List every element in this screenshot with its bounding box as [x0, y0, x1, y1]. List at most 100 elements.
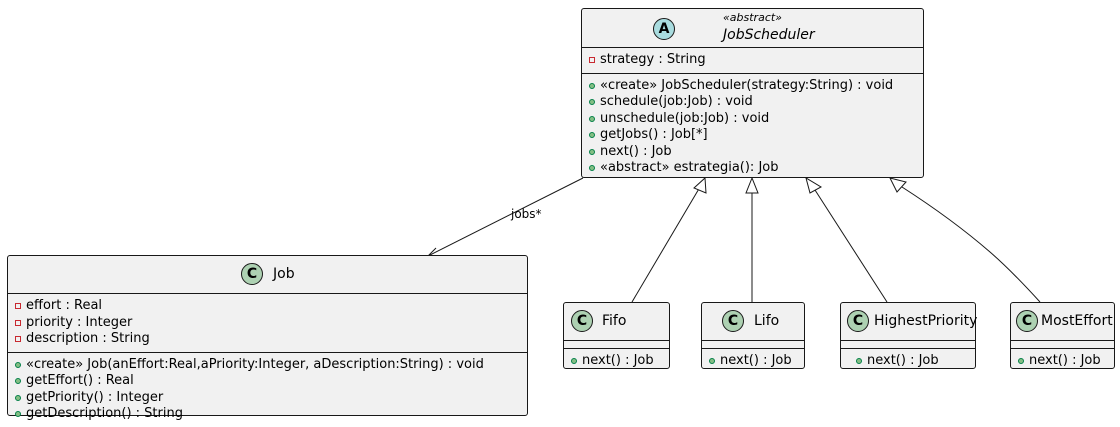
class-name: JobScheduler [723, 27, 815, 43]
generalization-edge-highestpriority [814, 189, 888, 303]
method-text: getJobs() : Job[*] [600, 127, 708, 142]
methods-section: «create» Job(anEffort:Real,aPriority:Int… [8, 353, 527, 427]
class-mosteffort[interactable]: C MostEffort next() : Job [1010, 302, 1115, 369]
generalization-triangle-lifo [745, 176, 759, 194]
public-visibility-icon [15, 378, 21, 385]
abstract-class-icon: A [653, 18, 675, 40]
public-visibility-icon [1018, 358, 1024, 365]
method-text: getPriority() : Integer [26, 389, 164, 405]
class-name: Job [273, 266, 295, 282]
attributes-section [1011, 341, 1114, 349]
method: getEffort() : Real [15, 373, 527, 390]
public-visibility-icon [571, 358, 577, 365]
class-job[interactable]: C Job effort : Real priority : Integer d… [7, 255, 528, 421]
class-header: C Fifo [564, 303, 669, 341]
class-icon: C [1016, 310, 1038, 332]
method-text: getEffort() : Real [26, 373, 134, 388]
public-visibility-icon [589, 148, 595, 155]
private-visibility-icon [15, 319, 21, 326]
generalization-edge-fifo [631, 186, 701, 303]
method-text: next() : Job [720, 353, 792, 368]
method: unschedule(job:Job) : void [589, 111, 923, 128]
class-icon: C [241, 263, 263, 285]
class-jobscheduler[interactable]: A «abstract» JobScheduler strategy : Str… [581, 8, 924, 178]
method-text: next() : Job [867, 353, 939, 368]
method-text: «create» Job(anEffort:Real,aPriority:Int… [26, 356, 484, 372]
attribute-text: description : String [26, 331, 150, 346]
public-visibility-icon [15, 361, 21, 368]
class-header: C MostEffort [1011, 303, 1114, 341]
class-icon: C [722, 310, 744, 332]
method: getJobs() : Job[*] [589, 127, 923, 144]
method-text: next() : Job [600, 143, 672, 159]
class-highestpriority[interactable]: C HighestPriority next() : Job [840, 302, 978, 369]
methods-section: next() : Job [1011, 349, 1114, 374]
method: «create» Job(anEffort:Real,aPriority:Int… [15, 357, 527, 374]
method-text: unschedule(job:Job) : void [600, 110, 770, 126]
public-visibility-icon [589, 115, 595, 122]
method: schedule(job:Job) : void [589, 94, 923, 111]
method-text: «create» JobScheduler(strategy:String) :… [600, 77, 894, 93]
class-header: C HighestPriority [841, 303, 978, 341]
class-icon: C [847, 310, 869, 332]
class-name: Fifo [602, 313, 627, 329]
private-visibility-icon [589, 57, 595, 64]
attribute: strategy : String [589, 52, 923, 69]
class-stereotype: «abstract» [723, 11, 782, 24]
public-visibility-icon [15, 411, 21, 418]
generalization-triangle-fifo [693, 176, 707, 194]
generalization-edge-mosteffort [901, 186, 1041, 303]
methods-section: «create» JobScheduler(strategy:String) :… [582, 74, 923, 181]
attribute-text: effort : Real [26, 298, 103, 313]
class-name: Lifo [754, 313, 780, 329]
attributes-section: strategy : String [582, 48, 923, 74]
class-header: C Lifo [702, 303, 804, 341]
class-header: C Job [8, 256, 527, 294]
method: next() : Job [589, 144, 923, 161]
method-text: next() : Job [582, 353, 654, 368]
attributes-section [841, 341, 975, 349]
public-visibility-icon [589, 132, 595, 139]
method: getPriority() : Integer [15, 390, 527, 407]
association-label: jobs* [511, 207, 542, 221]
association-edge [427, 177, 584, 257]
methods-section: next() : Job [564, 349, 669, 374]
attribute-text: priority : Integer [26, 314, 133, 330]
methods-section: next() : Job [702, 349, 804, 374]
public-visibility-icon [589, 99, 595, 106]
private-visibility-icon [15, 336, 21, 343]
method: next() : Job [709, 353, 804, 370]
class-name: HighestPriority [874, 313, 978, 329]
generalization-triangle-highestpriority [805, 176, 823, 194]
method-text: schedule(job:Job) : void [600, 94, 753, 109]
method-text: next() : Job [1029, 353, 1101, 368]
public-visibility-icon [856, 358, 862, 365]
attributes-section [702, 341, 804, 349]
method-text: «abstract» estrategia(): Job [600, 160, 779, 175]
class-lifo[interactable]: C Lifo next() : Job [701, 302, 805, 369]
attribute: effort : Real [15, 298, 527, 315]
method: next() : Job [848, 353, 975, 370]
method: next() : Job [1018, 353, 1114, 370]
method-text: getDescription() : String [26, 406, 183, 421]
attribute: priority : Integer [15, 315, 527, 332]
public-visibility-icon [589, 82, 595, 89]
methods-section: next() : Job [841, 349, 975, 374]
attributes-section [564, 341, 669, 349]
attribute-text: strategy : String [600, 52, 706, 67]
class-header: A «abstract» JobScheduler [582, 9, 923, 48]
class-fifo[interactable]: C Fifo next() : Job [563, 302, 670, 369]
method: «create» JobScheduler(strategy:String) :… [589, 78, 923, 95]
generalization-triangle-mosteffort [889, 177, 907, 193]
method: next() : Job [571, 353, 669, 370]
class-name: MostEffort [1041, 313, 1113, 329]
class-icon: C [571, 310, 593, 332]
attribute: description : String [15, 331, 527, 348]
attributes-section: effort : Real priority : Integer descrip… [8, 294, 527, 353]
method: «abstract» estrategia(): Job [589, 160, 923, 177]
public-visibility-icon [15, 394, 21, 401]
method: getDescription() : String [15, 406, 527, 423]
public-visibility-icon [709, 358, 715, 365]
private-visibility-icon [15, 303, 21, 310]
